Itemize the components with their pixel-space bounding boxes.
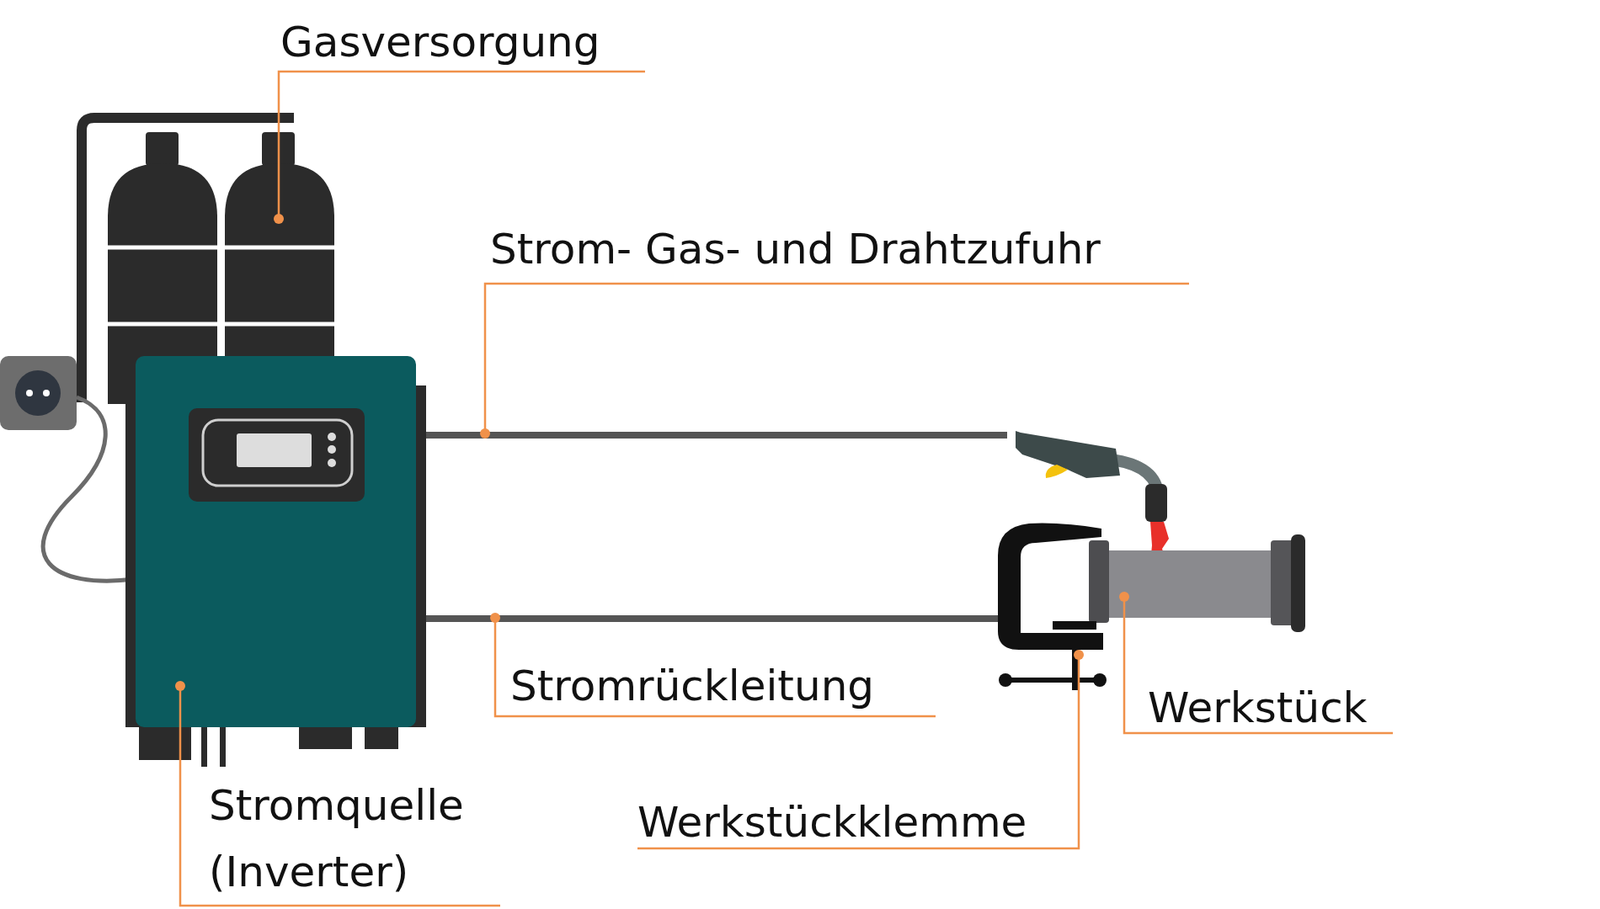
pipe-end xyxy=(1290,534,1306,633)
leader-dot xyxy=(480,428,491,439)
leader-dots xyxy=(175,213,1130,692)
return-cable xyxy=(421,615,1003,623)
torch-nozzle xyxy=(1145,484,1168,523)
connector-pin xyxy=(201,724,208,768)
socket-face xyxy=(15,370,61,416)
clamp-knob xyxy=(1093,673,1107,688)
socket-hole xyxy=(26,389,33,397)
leader-line xyxy=(485,283,1190,434)
leader-dot xyxy=(175,681,186,692)
part-label: Werkstück xyxy=(1147,682,1368,734)
connector-pin xyxy=(219,724,226,768)
torch-handle xyxy=(1015,431,1120,479)
leader-dot xyxy=(1119,592,1130,603)
button xyxy=(327,445,336,454)
clamp-knob xyxy=(998,673,1013,688)
panel-frame xyxy=(202,420,352,486)
button xyxy=(327,432,336,442)
leader-dot xyxy=(490,613,501,624)
leader-lines xyxy=(180,71,1393,907)
part-label: Gasversorgung xyxy=(280,16,601,68)
part-label: Stromquelle (Inverter) xyxy=(208,773,529,907)
cylinder-valve xyxy=(145,132,179,166)
pipe-flange xyxy=(1270,540,1295,626)
button xyxy=(327,458,336,468)
clamp-handle xyxy=(1005,677,1100,683)
control-panel xyxy=(188,408,365,502)
power-source xyxy=(125,356,427,768)
foot xyxy=(138,724,192,761)
foot xyxy=(298,724,352,750)
leader-line xyxy=(495,618,936,717)
leader-dot xyxy=(273,213,284,224)
display xyxy=(236,433,312,468)
leader-line xyxy=(278,71,646,219)
torch-cable xyxy=(421,432,1008,439)
torch-trigger xyxy=(1045,464,1068,479)
clamp-jaw xyxy=(1052,621,1097,630)
foot xyxy=(364,724,399,750)
clamp xyxy=(997,523,1107,691)
part-label: Werkstückklemme xyxy=(637,797,1027,848)
leader-dot xyxy=(1073,650,1084,661)
pipe-ring xyxy=(1088,540,1110,624)
housing-front xyxy=(135,356,416,728)
leader-line xyxy=(1124,597,1393,734)
socket-hole xyxy=(42,389,50,397)
part-label: Strom- Gas- und Drahtzufuhr xyxy=(490,224,1101,275)
wall-socket xyxy=(0,356,77,431)
part-label: Stromrückleitung xyxy=(510,661,875,712)
clamp-frame xyxy=(997,523,1104,651)
workpiece-pipe xyxy=(1088,534,1306,633)
